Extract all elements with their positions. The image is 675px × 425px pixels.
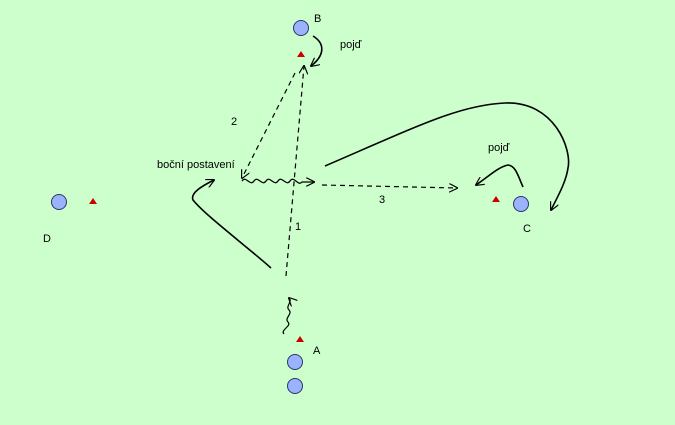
player-a2-icon xyxy=(287,378,303,394)
cone-marker-icon xyxy=(492,196,500,202)
run-line-center-to-c xyxy=(324,102,570,210)
dribble-line-a xyxy=(282,298,290,335)
label-side-position: boční postavení xyxy=(157,159,235,171)
label-player-c: C xyxy=(523,223,531,235)
move-line-b xyxy=(311,35,323,66)
label-move-c: pojď xyxy=(488,142,510,154)
label-player-b: B xyxy=(314,13,321,25)
move-line-c xyxy=(476,164,524,188)
cone-marker-icon xyxy=(296,336,304,342)
label-pass-1: 1 xyxy=(295,221,301,233)
label-pass-3: 3 xyxy=(379,194,385,206)
label-pass-2: 2 xyxy=(231,116,237,128)
player-b-icon xyxy=(293,20,309,36)
pass-line-3 xyxy=(321,185,457,188)
label-player-d: D xyxy=(43,233,51,245)
label-move-b: pojď xyxy=(340,39,362,51)
cone-marker-icon xyxy=(89,198,97,204)
player-d-icon xyxy=(51,194,67,210)
label-player-a: A xyxy=(313,345,321,357)
cone-marker-icon xyxy=(297,51,305,57)
player-c-icon xyxy=(513,196,529,212)
player-a-icon xyxy=(287,354,303,370)
dribble-line-center xyxy=(241,179,314,183)
pass-line-1 xyxy=(285,66,304,277)
run-line-a xyxy=(191,180,272,269)
pass-line-2 xyxy=(242,72,296,178)
